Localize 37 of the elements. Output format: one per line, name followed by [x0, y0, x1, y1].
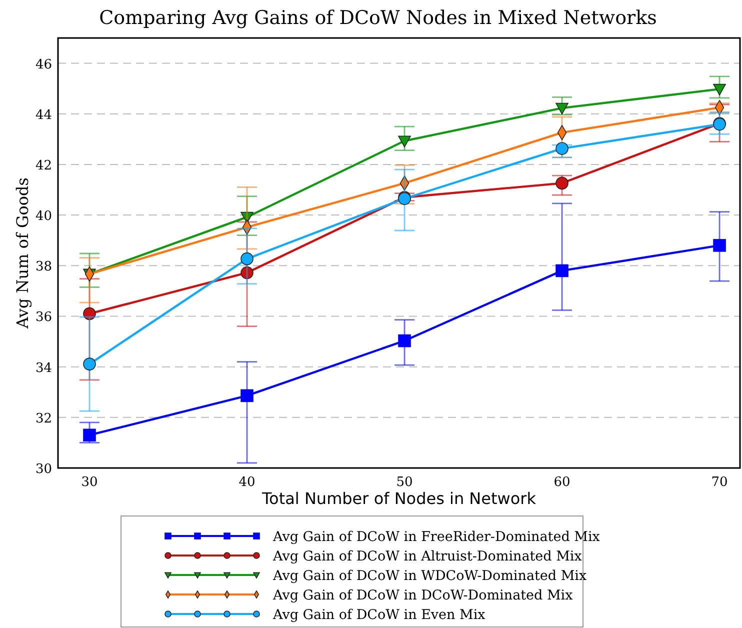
- point: [240, 212, 254, 224]
- point: [713, 239, 726, 252]
- legend-label: Avg Gain of DCoW in DCoW-Dominated Mix: [273, 588, 573, 604]
- x-axis-label: Total Number of Nodes in Network: [262, 489, 536, 508]
- tick-label: 34: [35, 360, 52, 376]
- chart-title: Comparing Avg Gains of DCoW Nodes in Mixed Networks: [99, 7, 657, 29]
- legend-label: Avg Gain of DCoW in WDCoW-Dominated Mix: [273, 568, 587, 584]
- tick-label: 50: [396, 475, 413, 490]
- point: [83, 358, 96, 370]
- point: [398, 136, 411, 148]
- tick-label: 46: [35, 57, 52, 72]
- tick-label: 38: [35, 260, 52, 275]
- tick-label: 40: [35, 209, 52, 224]
- tick-label: 30: [35, 462, 52, 477]
- tick-label: 32: [35, 411, 52, 426]
- point: [398, 334, 411, 348]
- point: [83, 428, 96, 442]
- point: [556, 176, 568, 190]
- point: [556, 102, 568, 114]
- tick-label: 40: [238, 475, 256, 490]
- y-axis-label: Avg Num of Goods: [13, 178, 32, 328]
- legend-label: Avg Gain of DCoW in Altruist-Dominated Mix: [273, 548, 582, 564]
- point: [556, 264, 568, 278]
- point: [240, 252, 254, 266]
- tick-label: 42: [35, 158, 52, 174]
- tick-label: 44: [35, 108, 52, 123]
- tick-label: 30: [81, 475, 98, 490]
- point: [556, 142, 568, 155]
- point: [240, 266, 254, 280]
- point: [713, 84, 726, 96]
- legend-label: Avg Gain of DCoW in FreeRider-Dominated Mix: [273, 529, 600, 545]
- point: [240, 389, 254, 402]
- tick-label: 70: [711, 475, 728, 490]
- tick-label: 60: [554, 475, 570, 490]
- tick-label: 36: [35, 310, 52, 326]
- point: [83, 307, 96, 320]
- legend-label: Avg Gain of DCoW in Even Mix: [273, 607, 486, 623]
